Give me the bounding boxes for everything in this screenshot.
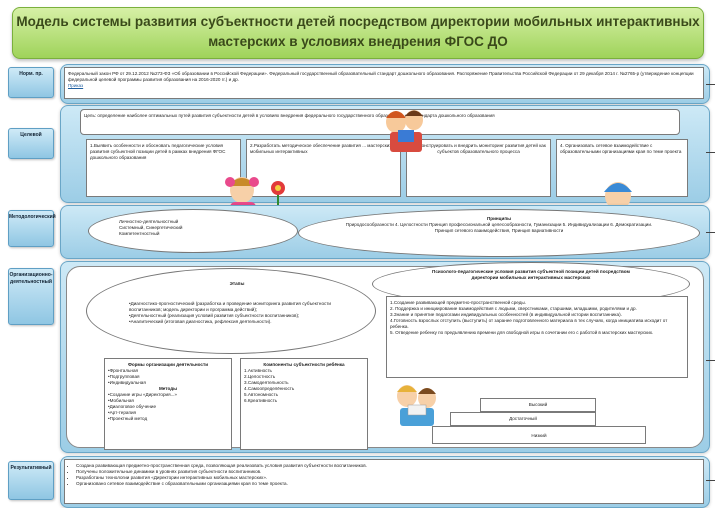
- stages-text: •Диагностико-прогностический (разработка…: [129, 301, 331, 324]
- task-4-text: 4. Организовать сетевое взаимодействие с…: [560, 143, 682, 154]
- component-item: 4.Самоопределённость: [244, 386, 295, 391]
- components-title: Компоненты субъектности ребёнка: [263, 362, 345, 367]
- task-1-text: 1.Выявить особенности и обосновать педаг…: [90, 143, 226, 160]
- result-item: Создана развивающая предметно-пространст…: [76, 463, 700, 469]
- condition-2: 2. Поддержка и инициирование взаимодейст…: [390, 306, 637, 311]
- component-item: 6.Креативность: [244, 398, 278, 403]
- component-item: 1.Активность: [244, 368, 272, 373]
- row-label-text: Организационно-деятельностный: [9, 272, 53, 285]
- component-item: 2.Целостность: [244, 374, 276, 379]
- condition-1: 1.Создание развивающей предметно-простра…: [390, 300, 526, 305]
- result-item: Получены положительные динамики в уровня…: [76, 469, 700, 475]
- children-with-book-illustration: [397, 385, 436, 426]
- task-3-text: 3. Сконструировать и внедрить мониторинг…: [411, 143, 546, 154]
- normative-link[interactable]: Приказ: [68, 83, 84, 88]
- connector-tick: [706, 480, 715, 481]
- form-item: •Индивидуальная: [108, 380, 146, 385]
- row-label-text: Методологический: [9, 214, 56, 220]
- task-2-text: 2.Разработать методическое обеспечение р…: [250, 143, 397, 154]
- task-box-1: 1.Выявить особенности и обосновать педаг…: [86, 139, 241, 197]
- principles-title: Принципы: [486, 216, 512, 221]
- stages-ellipse: Этапы •Диагностико-прогностический (разр…: [86, 268, 376, 354]
- normative-box: Федеральный закон РФ от 29.12.2012 №273-…: [64, 67, 704, 99]
- condition-4: 4.Готовность взрослых отступить (выступи…: [390, 318, 668, 329]
- result-box: Создана развивающая предметно-пространст…: [64, 459, 704, 504]
- method-item: •Создание игры «Директория...»: [108, 392, 177, 397]
- row-label-result: Результативный: [8, 461, 54, 500]
- approaches-ellipse: Личностно-деятельностный Системный, Сине…: [88, 209, 298, 253]
- connector-tick: [706, 84, 715, 85]
- forms-title: Формы организации деятельности: [127, 362, 209, 367]
- principles-text: Природосообразности 4. Целостности Принц…: [345, 222, 653, 233]
- conditions-box: 1.Создание развивающей предметно-простра…: [386, 296, 688, 378]
- row-label-text: Результативный: [10, 465, 52, 471]
- method-item: •Проектный метод: [108, 416, 148, 421]
- method-item: •Диалоговое обучение: [108, 404, 157, 409]
- page-title: Модель системы развития субъектности дет…: [16, 14, 700, 49]
- normative-text: Федеральный закон РФ от 29.12.2012 №273-…: [68, 71, 694, 82]
- connector-tick: [706, 360, 715, 361]
- condition-3: 3.Знание и принятие педагогами индивидуа…: [390, 312, 622, 317]
- task-box-2: 2.Разработать методическое обеспечение р…: [246, 139, 401, 197]
- component-item: 5.Автономность: [244, 392, 278, 397]
- title-banner: Модель системы развития субъектности дет…: [12, 7, 704, 59]
- goal-text: Цель: определение наиболее оптимальных п…: [84, 113, 495, 118]
- condition-5: 5. Отведение ребенку по предъявлению вре…: [390, 330, 654, 335]
- row-label-org: Организационно-деятельностный: [8, 268, 54, 325]
- method-item: •Арт-терапия: [108, 410, 137, 415]
- goal-box: Цель: определение наиболее оптимальных п…: [80, 109, 680, 135]
- task-box-3: 3. Сконструировать и внедрить мониторинг…: [406, 139, 551, 197]
- row-label-text: Целевой: [20, 132, 42, 138]
- level-high: Высокий: [480, 398, 596, 412]
- connector-tick: [706, 152, 715, 153]
- form-item: •Подгрупповая: [108, 374, 140, 379]
- children-reading-illustration: [386, 110, 423, 152]
- connector-tick: [706, 232, 715, 233]
- level-low-label: Низкий: [531, 433, 547, 438]
- component-item: 3.Самодеятельность: [244, 380, 289, 385]
- level-sufficient-label: Достаточный: [509, 416, 537, 421]
- conditions-title: Психолого-педагогические условия развити…: [432, 269, 630, 280]
- approaches-text: Личностно-деятельностный Системный, Сине…: [119, 219, 183, 236]
- level-low: Низкий: [432, 426, 646, 444]
- row-label-goal: Целевой: [8, 128, 54, 159]
- components-box: Компоненты субъектности ребёнка 1.Активн…: [240, 358, 368, 450]
- form-item: •Фронтальная: [108, 368, 139, 373]
- methods-title: Методы: [158, 386, 178, 391]
- row-label-method: Методологический: [8, 210, 56, 247]
- level-high-label: Высокий: [528, 402, 548, 407]
- level-sufficient: Достаточный: [450, 412, 596, 426]
- row-label-normative: Норм. пр.: [8, 67, 54, 98]
- result-item: Разработаны технологии развития «Директо…: [76, 475, 700, 481]
- forms-box: Формы организации деятельности •Фронталь…: [104, 358, 232, 450]
- method-item: •Мобильная: [108, 398, 134, 403]
- stages-title: Этапы: [229, 281, 245, 286]
- principles-ellipse: Принципы Природосообразности 4. Целостно…: [298, 209, 700, 257]
- row-label-text: Норм. пр.: [19, 71, 43, 77]
- result-item: Организовано сетевое взаимодействие с об…: [76, 481, 700, 487]
